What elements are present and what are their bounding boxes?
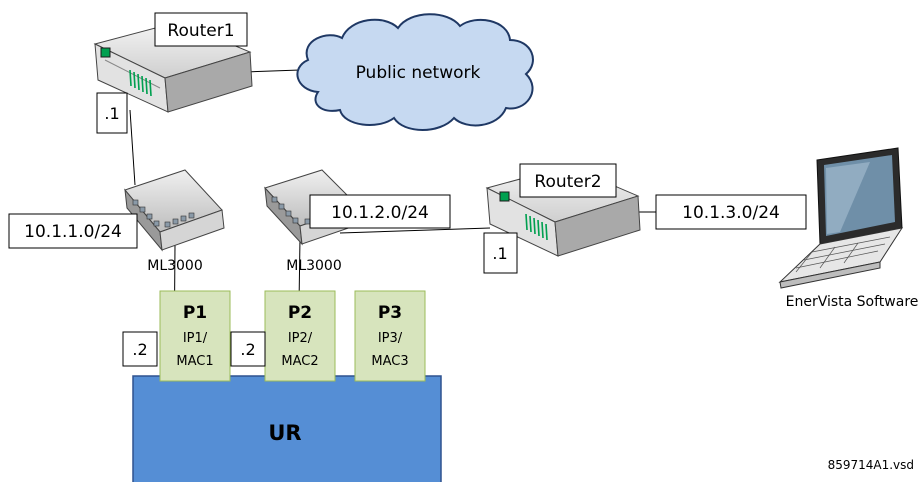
cloud-label: Public network (356, 63, 481, 83)
p1-if-box (122, 331, 158, 367)
p2-if-box (230, 331, 266, 367)
p1-if-address: .2 (132, 340, 147, 359)
ur-label: UR (268, 421, 301, 445)
port-p1-title: P1 (183, 303, 207, 323)
subnet2-box (309, 194, 451, 229)
port-p1: P1 IP1/ MAC1 (159, 290, 231, 382)
router2-label: Router2 (534, 172, 601, 192)
link-router1-cloud (244, 69, 301, 73)
port-p2-ip: IP2/ (288, 331, 313, 346)
subnet1-box (8, 213, 138, 249)
router1-if-address: .1 (104, 104, 119, 123)
port-p2-title: P2 (288, 303, 312, 323)
port-p2: P2 IP2/ MAC2 (264, 290, 336, 382)
port-p3-ip: IP3/ (378, 331, 403, 346)
p2-if-address: .2 (240, 340, 255, 359)
link-router1-switch1 (129, 109, 136, 186)
subnet3-label: 10.1.3.0/24 (682, 203, 780, 223)
laptop-label: EnerVista Software (786, 294, 919, 310)
switch-left-device (124, 169, 225, 252)
router2-if-box (483, 232, 518, 274)
port-p1-ip: IP1/ (183, 331, 208, 346)
router2-if-address: .1 (492, 244, 507, 263)
link-switch2-router2 (339, 227, 491, 234)
switch-right-label: ML3000 (286, 258, 342, 274)
router2-label-box (519, 163, 617, 198)
subnet1-label: 10.1.1.0/24 (24, 222, 122, 242)
router1-if-box (96, 92, 128, 134)
file-id-label: 859714A1.vsd (828, 458, 914, 472)
switch-left-label: ML3000 (147, 258, 203, 274)
router1-label-box (154, 12, 248, 47)
port-p2-mac: MAC2 (281, 354, 318, 369)
subnet3-box (655, 194, 807, 230)
laptop-icon (778, 147, 904, 289)
subnet2-label: 10.1.2.0/24 (331, 203, 429, 223)
port-p1-mac: MAC1 (176, 354, 213, 369)
port-p3-title: P3 (378, 303, 402, 323)
router1-label: Router1 (167, 21, 234, 41)
port-p3-mac: MAC3 (371, 354, 408, 369)
port-p3: P3 IP3/ MAC3 (354, 290, 426, 382)
public-network-cloud: Public network (296, 13, 534, 131)
